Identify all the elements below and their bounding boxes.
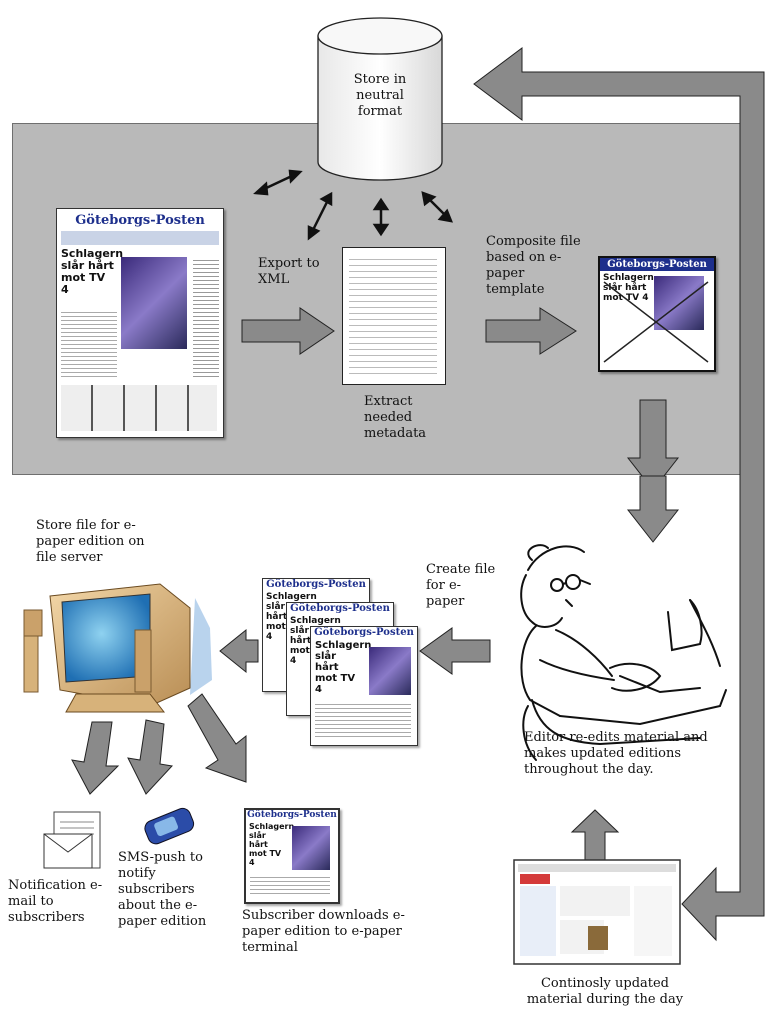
envelope-icon	[43, 811, 101, 869]
file-1-headline: Schlagern slår hårt mot TV 4	[266, 592, 317, 642]
sms-push-label: SMS-push to notify subscribers about the…	[118, 850, 207, 929]
computer-illustration	[23, 583, 212, 713]
continously-label: Continosly updated material during the d…	[526, 976, 684, 1007]
extract-metadata-label: Extract needed metadata	[364, 394, 427, 441]
export-xml-label: Export to XML	[258, 256, 320, 287]
file-2-masthead: Göteborgs-Posten	[290, 603, 390, 614]
create-file-label: Create file for e-paper	[426, 562, 496, 609]
file-3-masthead: Göteborgs-Posten	[314, 627, 414, 638]
subscriber-downloads-label: Subscriber downloads e-paper edition to …	[242, 908, 405, 955]
phone-icon	[144, 807, 195, 845]
notification-label: Notification e-mail to subscribers	[8, 878, 103, 925]
terminal-headline: Schlagern slår hårt mot TV 4	[249, 822, 295, 867]
panel-arrows	[241, 307, 680, 491]
newspaper-masthead: Göteborgs-Posten	[75, 213, 205, 228]
file-1-masthead: Göteborgs-Posten	[266, 579, 366, 590]
database-cylinder	[317, 17, 443, 181]
epaper-terminal: Göteborgs-Posten Schlagern slår hårt mot…	[244, 808, 340, 904]
newspaper-front-page: Göteborgs-Posten Schlagern slår hårt mot…	[56, 208, 224, 438]
feedback-loop-arrow	[473, 47, 765, 942]
newspaper-headline: Schlagern slår hårt mot TV 4	[61, 247, 124, 296]
web-screenshot	[513, 859, 681, 965]
editor-label: Editor re-edits material and makes updat…	[524, 730, 708, 777]
file-2-headline: Schlagern slår hårt mot TV 4	[290, 616, 341, 666]
epaper-file-3: Göteborgs-Posten Schlagern slår hårt mot…	[310, 626, 418, 746]
composite-template: Göteborgs-Posten Schlagern slår hårt mot…	[598, 256, 716, 372]
composite-label: Composite file based on e-paper template	[486, 234, 581, 297]
editor-illustration	[520, 544, 727, 761]
terminal-masthead: Göteborgs-Posten	[247, 810, 337, 820]
file-3-headline: Schlagern slår hårt mot TV 4	[315, 640, 372, 695]
template-masthead: Göteborgs-Posten	[600, 258, 714, 271]
store-file-label: Store file for e-paper edition on file s…	[36, 518, 145, 565]
double-arrows	[253, 169, 453, 241]
store-neutral-label: Store in neutral format	[353, 72, 407, 119]
xml-document	[342, 247, 446, 385]
